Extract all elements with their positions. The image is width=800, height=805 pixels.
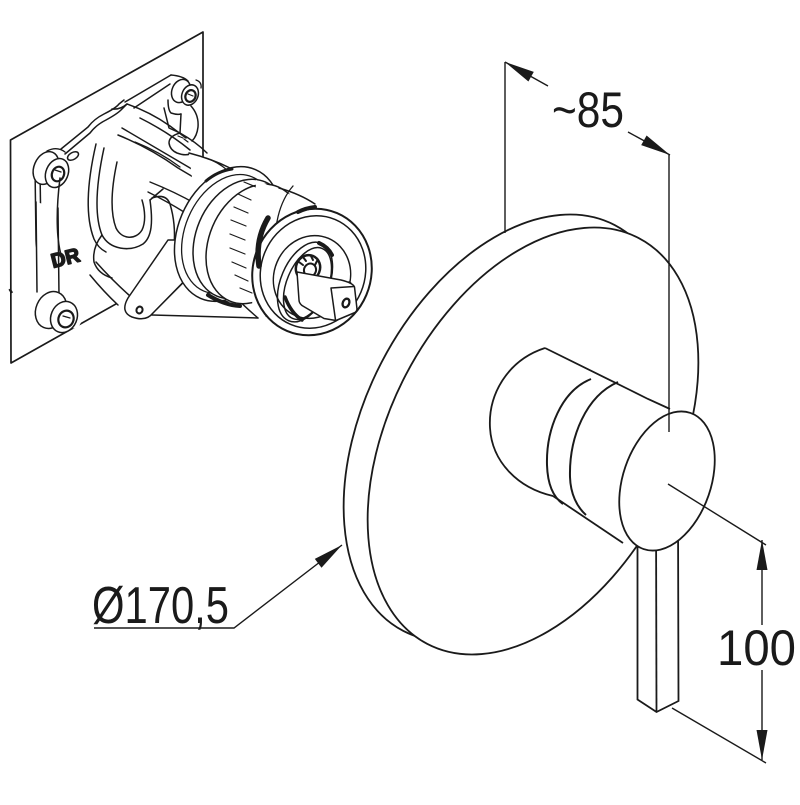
svg-text:100: 100 [717, 620, 796, 676]
svg-text:~85: ~85 [552, 82, 624, 138]
svg-text:Ø170,5: Ø170,5 [92, 577, 229, 635]
